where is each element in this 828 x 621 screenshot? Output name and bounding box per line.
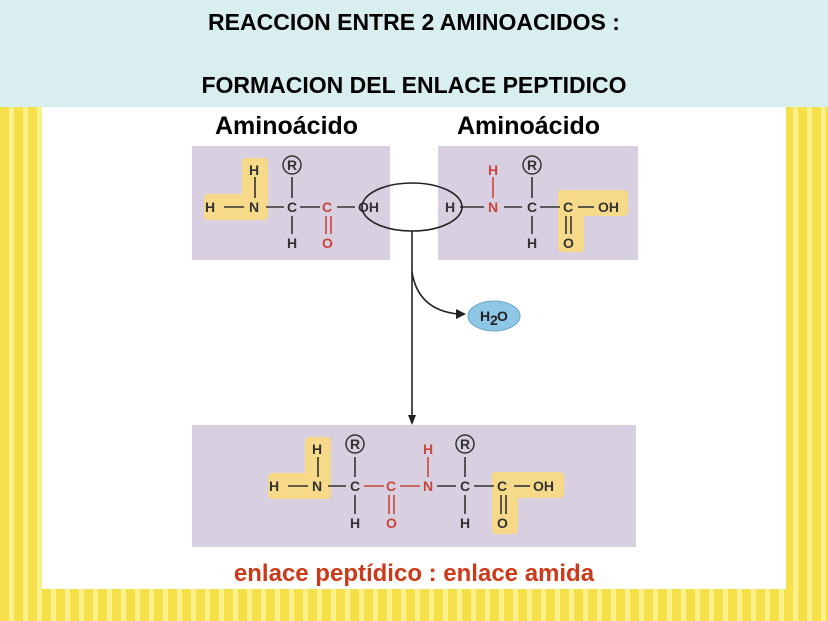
aa1-bonds xyxy=(224,177,355,234)
aa2-o: O xyxy=(563,235,574,251)
aa1-h-bottom: H xyxy=(287,235,297,251)
aa1-c-carbonyl: C xyxy=(322,199,332,215)
aa2-bonds xyxy=(460,177,594,234)
aa2-n: N xyxy=(488,199,498,215)
peptide-bond-lines xyxy=(364,457,429,514)
dp-h-bottom-2: H xyxy=(460,515,470,531)
dp-n-1: N xyxy=(312,478,322,494)
reaction-arrow-head xyxy=(408,415,416,425)
water-o: O xyxy=(497,308,508,324)
dp-o-1: O xyxy=(386,515,397,531)
title-line-2: FORMACION DEL ENLACE PEPTIDICO xyxy=(201,72,627,98)
dp-oh: OH xyxy=(533,478,554,494)
aa2-h-bottom: H xyxy=(527,235,537,251)
dp-c-carbonyl-1: C xyxy=(386,478,396,494)
caption-peptide-bond: enlace peptídico : enlace amida xyxy=(233,560,595,587)
aa1-h-top: H xyxy=(249,162,259,178)
aa2-h-top: H xyxy=(488,162,498,178)
water-h: H xyxy=(480,308,490,324)
dp-r2: R xyxy=(460,436,470,452)
dp-n-2: N xyxy=(423,478,433,494)
aa2-oh: OH xyxy=(598,199,619,215)
aa1-h-left: H xyxy=(205,199,215,215)
title-banner: REACCION ENTRE 2 AMINOACIDOS : FORMACION… xyxy=(0,0,828,107)
dp-h-bottom-1: H xyxy=(350,515,360,531)
aa1-oh: OH xyxy=(358,199,379,215)
water-arrow-head xyxy=(456,309,466,319)
aa1-o: O xyxy=(322,235,333,251)
aa2-r-circle xyxy=(522,155,542,175)
aa1-n: N xyxy=(249,199,259,215)
aa2-c-carbonyl: C xyxy=(563,199,573,215)
amino-acid-1-label: Aminoácido xyxy=(215,112,359,140)
dp-r2-circle xyxy=(455,434,475,454)
dp-r1: R xyxy=(350,436,360,452)
dp-o-2: O xyxy=(497,515,508,531)
dp-c-alpha-2: C xyxy=(460,478,470,494)
water-molecule xyxy=(467,300,521,332)
aa1-c-alpha: C xyxy=(287,199,297,215)
aa2-c-alpha: C xyxy=(527,199,537,215)
dipeptide-highlights xyxy=(268,437,564,534)
water-sub-2: 2 xyxy=(490,312,498,328)
dp-h-top-1: H xyxy=(312,441,322,457)
aa1-r-circle xyxy=(282,155,302,175)
aa1-double-bond xyxy=(325,216,332,234)
water-release-arrow xyxy=(411,271,459,315)
dp-h-top-2: H xyxy=(423,441,433,457)
aa2-r: R xyxy=(527,157,537,173)
dp-r1-circle xyxy=(345,434,365,454)
title-line-1: REACCION ENTRE 2 AMINOACIDOS : xyxy=(208,9,620,35)
aa1-r: R xyxy=(287,157,297,173)
dipeptide-bonds xyxy=(288,457,530,514)
dp-c-alpha-1: C xyxy=(350,478,360,494)
amino-acid-2-label: Aminoácido xyxy=(457,112,601,140)
dp-c-carbonyl-2: C xyxy=(497,478,507,494)
dp-h-left: H xyxy=(269,478,279,494)
aa2-h-left: H xyxy=(445,199,455,215)
